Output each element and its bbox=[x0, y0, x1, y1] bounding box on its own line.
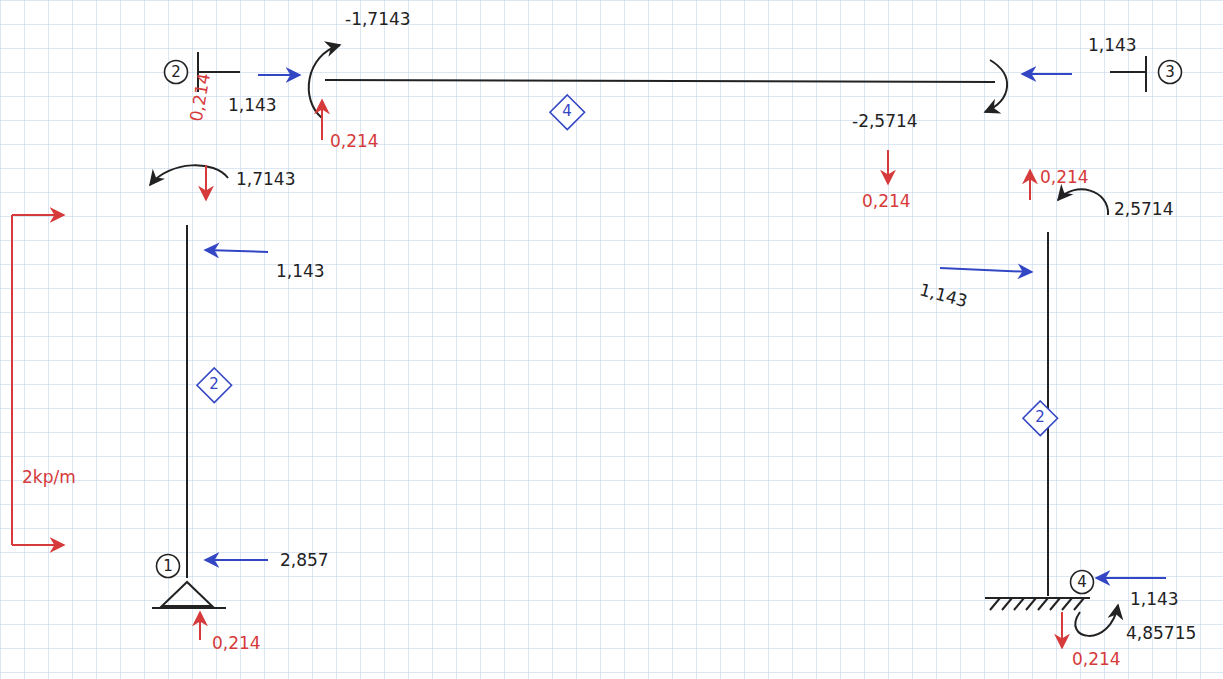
number-text: 2 bbox=[1035, 410, 1045, 425]
force-value: -1,7143 bbox=[345, 10, 411, 29]
number-text: 4 bbox=[562, 104, 572, 119]
force-value: 2kp/m bbox=[22, 468, 76, 487]
number-text: 2 bbox=[209, 377, 219, 392]
force-value: 2,5714 bbox=[1114, 200, 1173, 219]
force-value: 1,143 bbox=[1130, 590, 1179, 609]
force-value: 1,143 bbox=[228, 96, 277, 115]
number-text: 2 bbox=[171, 65, 181, 80]
members bbox=[150, 45, 1146, 636]
force-value: 2,857 bbox=[280, 551, 329, 570]
joint-number: 1 bbox=[155, 553, 181, 579]
joint-number: 2 bbox=[163, 59, 189, 85]
horizontal-forces bbox=[205, 74, 1166, 578]
force-value: 0,214 bbox=[1072, 650, 1121, 669]
force-value: 4,85715 bbox=[1126, 624, 1196, 643]
force-value: 1,143 bbox=[276, 262, 325, 281]
force-value: 0,214 bbox=[862, 192, 911, 211]
force-value: -2,5714 bbox=[852, 112, 918, 131]
member-number: 2 bbox=[196, 367, 233, 404]
force-value: 0,214 bbox=[212, 634, 261, 653]
vertical-forces bbox=[12, 100, 1062, 648]
force-value: 0,214 bbox=[1040, 168, 1089, 187]
number-text: 1 bbox=[163, 559, 173, 574]
member-number: 4 bbox=[549, 94, 586, 131]
force-value: 1,143 bbox=[1088, 36, 1137, 55]
member-number: 2 bbox=[1022, 400, 1059, 437]
force-value: 0,214 bbox=[330, 132, 379, 151]
force-value: 1,7143 bbox=[236, 170, 295, 189]
number-text: 4 bbox=[1077, 575, 1087, 590]
joint-number: 3 bbox=[1157, 59, 1183, 85]
joint-number: 4 bbox=[1069, 569, 1095, 595]
number-text: 3 bbox=[1165, 65, 1175, 80]
